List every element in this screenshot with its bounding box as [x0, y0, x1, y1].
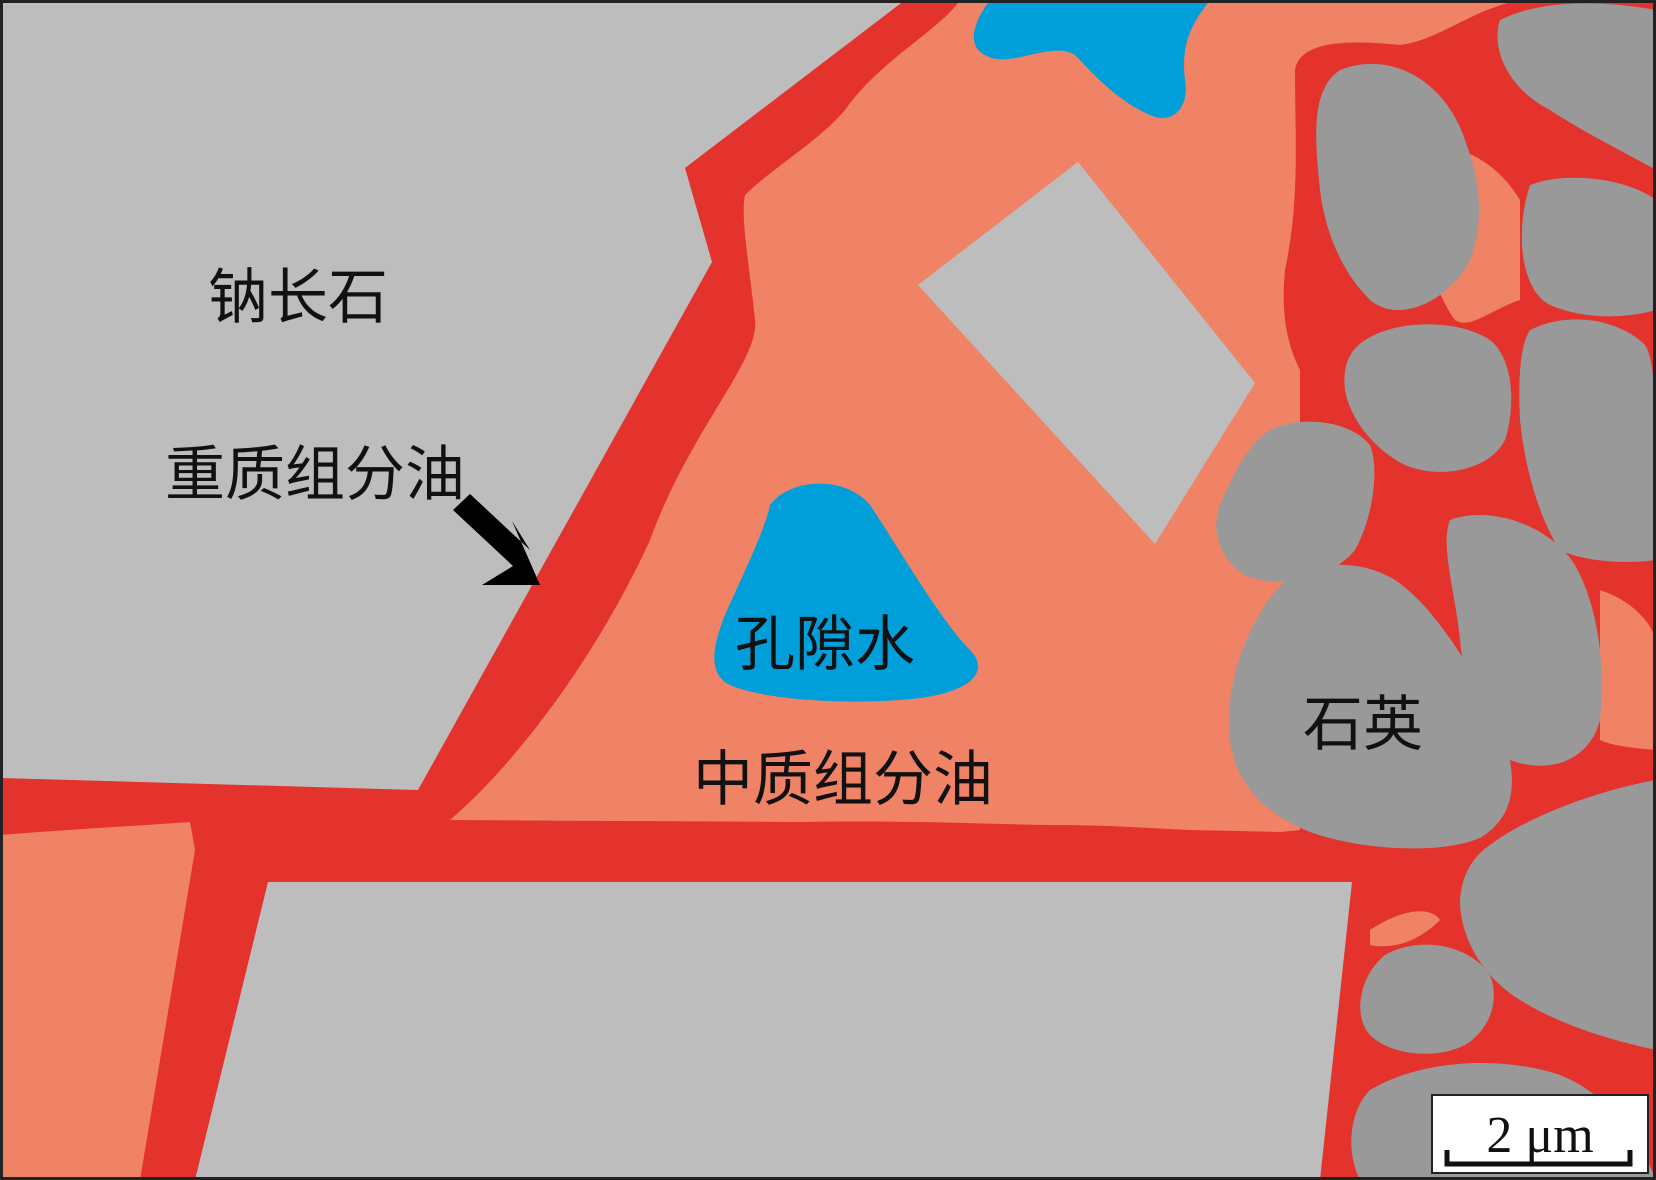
- quartz-grain-2: [1497, 3, 1656, 170]
- albite-grain-bottom: [195, 882, 1352, 1180]
- scale-bar-box: [1431, 1094, 1649, 1174]
- quartz-grain-10: [1360, 944, 1494, 1054]
- medium-oil-region-right-2: [1600, 590, 1656, 750]
- albite-grain-upper-left: [0, 0, 905, 790]
- label-medium-oil: 中质组分油: [693, 745, 993, 815]
- arrow-icon: [453, 494, 540, 585]
- label-albite: 钠长石: [208, 263, 388, 333]
- scale-bar-line: [1444, 1150, 1633, 1167]
- quartz-grain-9: [1460, 780, 1656, 1050]
- medium-oil-region-right-3: [1370, 911, 1440, 947]
- quartz-grain-6: [1216, 421, 1375, 582]
- quartz-grain-3: [1521, 177, 1656, 317]
- label-heavy-oil: 重质组分油: [165, 440, 465, 510]
- quartz-grain-large: [1229, 564, 1512, 849]
- medium-oil-region-left: [0, 822, 195, 1180]
- scale-bar: 2 μm: [1431, 1094, 1649, 1174]
- medium-oil-region-main: [450, 0, 1520, 832]
- pore-water-droplet-center: [714, 483, 979, 702]
- albite-grain-inner-rect: [918, 162, 1255, 544]
- label-quartz: 石英: [1303, 690, 1423, 760]
- quartz-grain-1: [1316, 63, 1480, 311]
- pore-water-droplet-top: [973, 0, 1210, 119]
- scale-bar-label: 2 μm: [1486, 1107, 1593, 1164]
- label-pore-water: 孔隙水: [735, 610, 915, 680]
- quartz-grain-5: [1519, 319, 1656, 562]
- quartz-grain-4: [1344, 324, 1512, 472]
